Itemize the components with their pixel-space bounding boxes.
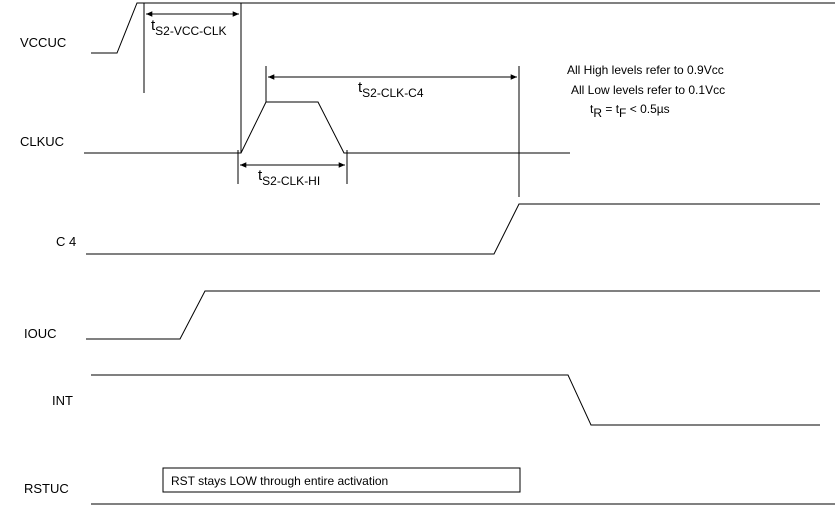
timing-label-s2-vcc-clk: tS2-VCC-CLK [151,17,227,38]
note-rise-fall: tR = tF < 0.5µs [590,102,670,120]
signal-label-c4: C 4 [56,234,76,249]
waveform-c4 [86,203,820,255]
note-high-levels: All High levels refer to 0.9Vcc [567,63,724,77]
waveform-iouc [86,290,820,340]
waveform-int [91,374,820,426]
timing-label-s2-clk-hi: tS2-CLK-HI [258,167,320,188]
signal-label-int: INT [52,393,73,408]
signal-label-vccuc: VCCUC [20,35,66,50]
rst-note-text: RST stays LOW through entire activation [171,474,388,488]
waveform-clkuc [84,101,570,154]
signal-label-clkuc: CLKUC [20,134,64,149]
signal-label-iouc: IOUC [24,326,57,341]
rst-note-box [162,467,521,493]
timing-label-s2-clk-c4: tS2-CLK-C4 [358,79,424,100]
signal-label-rstuc: RSTUC [24,481,69,496]
waveform-vccuc [91,2,835,54]
note-low-levels: All Low levels refer to 0.1Vcc [571,83,725,97]
